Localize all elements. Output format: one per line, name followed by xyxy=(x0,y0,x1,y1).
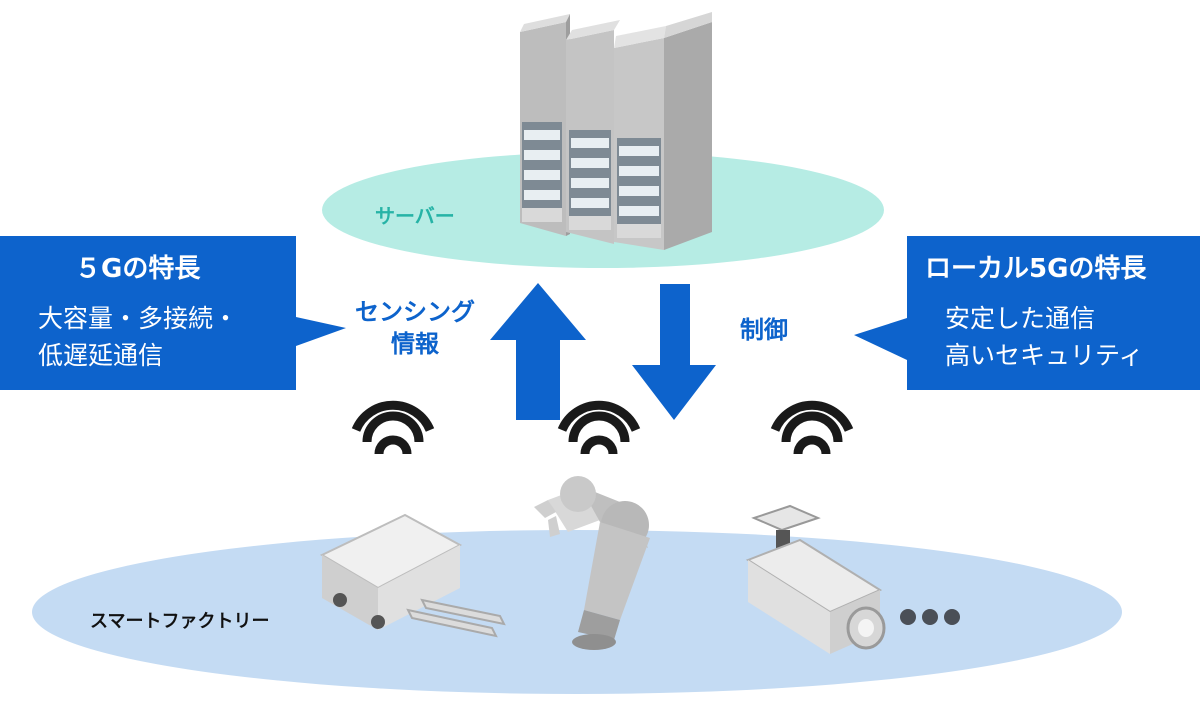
left-callout xyxy=(0,236,346,390)
more-devices-ellipsis xyxy=(900,609,960,625)
server-label: サーバー xyxy=(375,204,455,228)
left-callout-title: ５Gの特長 xyxy=(75,254,201,284)
robot-arm-icon xyxy=(534,476,650,650)
right-callout xyxy=(854,236,1200,390)
up-arrow-label-line-2: 情報 xyxy=(391,330,439,358)
right-callout-line-2: 高いセキュリティ xyxy=(945,341,1144,370)
camera-icon xyxy=(745,504,886,654)
server-rack-icon xyxy=(520,12,712,250)
wifi-icon xyxy=(351,400,435,455)
right-callout-line-1: 安定した通信 xyxy=(945,304,1096,333)
right-callout-title: ローカル5Gの特長 xyxy=(925,254,1147,284)
left-callout-line-2: 低遅延通信 xyxy=(38,341,164,370)
sensor-device-icon xyxy=(319,513,506,638)
left-callout-line-1: 大容量・多接続・ xyxy=(38,304,239,333)
down-arrow-label: 制御 xyxy=(740,316,788,344)
wifi-icon xyxy=(557,400,641,455)
wifi-icon xyxy=(770,400,854,455)
up-arrow xyxy=(490,283,586,420)
factory-label: スマートファクトリー xyxy=(90,611,270,632)
up-arrow-label-line-1: センシング xyxy=(355,298,475,326)
down-arrow xyxy=(632,284,716,420)
